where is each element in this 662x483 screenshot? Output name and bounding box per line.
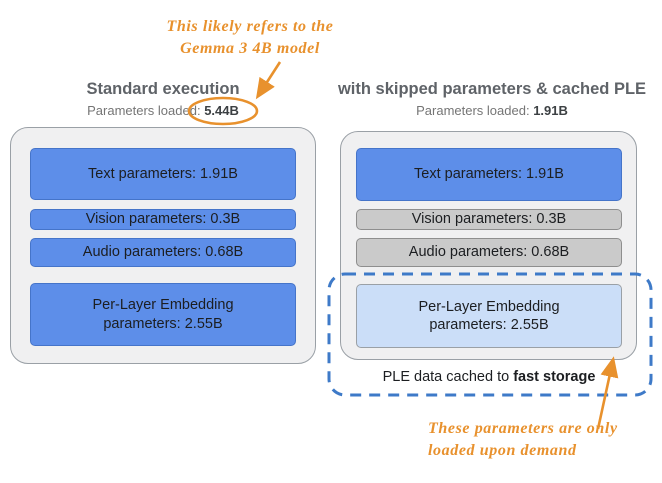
standard-execution-title: Standard execution bbox=[86, 80, 240, 98]
ple-parameters-label: Per-Layer Embedding parameters: 2.55B bbox=[418, 298, 560, 333]
audio-parameters-label: Audio parameters: 0.68B bbox=[82, 244, 244, 261]
skipped-params-title: with skipped parameters & cached PLE bbox=[337, 80, 647, 98]
annotation-line-1: These parameters are only bbox=[428, 420, 618, 437]
ple-parameters-box: Per-Layer Embedding parameters: 2.55B bbox=[30, 283, 296, 346]
annotation-line-1: This likely refers to the bbox=[166, 18, 334, 35]
standard-execution-params-loaded: Parameters loaded: 5.44B bbox=[8, 103, 318, 118]
text-parameters-box: Text parameters: 1.91B bbox=[356, 148, 622, 201]
params-loaded-value: 5.44B bbox=[204, 102, 239, 118]
audio-parameters-label: Audio parameters: 0.68B bbox=[408, 244, 570, 261]
params-loaded-value: 1.91B bbox=[533, 102, 568, 118]
ple-cache-note-prefix: PLE data cached to bbox=[382, 369, 514, 385]
text-parameters-label: Text parameters: 1.91B bbox=[88, 165, 238, 182]
params-loaded-label: Parameters loaded: bbox=[416, 102, 530, 118]
vision-parameters-box: Vision parameters: 0.3B bbox=[30, 209, 296, 230]
ple-cache-note-bold: fast storage bbox=[513, 369, 596, 385]
audio-parameters-skipped-box: Audio parameters: 0.68B bbox=[356, 238, 622, 267]
annotation-on-demand-note: These parameters are only loaded upon de… bbox=[428, 418, 662, 461]
annotation-line-2: loaded upon demand bbox=[428, 441, 577, 459]
ple-parameters-cached-box: Per-Layer Embedding parameters: 2.55B bbox=[356, 284, 622, 348]
skipped-params-panel: Text parameters: 1.91B Vision parameters… bbox=[340, 131, 637, 360]
standard-execution-header: Standard execution Parameters loaded: 5.… bbox=[8, 80, 318, 118]
skipped-params-header: with skipped parameters & cached PLE Par… bbox=[332, 80, 652, 118]
audio-parameters-box: Audio parameters: 0.68B bbox=[30, 238, 296, 267]
annotation-gemma-model-note: This likely refers to the Gemma 3 4B mod… bbox=[130, 16, 370, 59]
text-parameters-label: Text parameters: 1.91B bbox=[414, 166, 564, 183]
vision-parameters-label: Vision parameters: 0.3B bbox=[85, 211, 241, 228]
standard-execution-panel: Text parameters: 1.91B Vision parameters… bbox=[10, 127, 316, 364]
text-parameters-box: Text parameters: 1.91B bbox=[30, 148, 296, 200]
vision-parameters-skipped-box: Vision parameters: 0.3B bbox=[356, 209, 622, 230]
skipped-params-params-loaded: Parameters loaded: 1.91B bbox=[332, 103, 652, 118]
ple-parameters-label: Per-Layer Embedding parameters: 2.55B bbox=[92, 297, 234, 332]
ple-cache-note: PLE data cached to fast storage bbox=[328, 369, 650, 385]
params-loaded-label: Parameters loaded: bbox=[87, 102, 201, 118]
vision-parameters-label: Vision parameters: 0.3B bbox=[411, 211, 567, 228]
annotation-line-2: Gemma 3 4B model bbox=[180, 39, 320, 57]
